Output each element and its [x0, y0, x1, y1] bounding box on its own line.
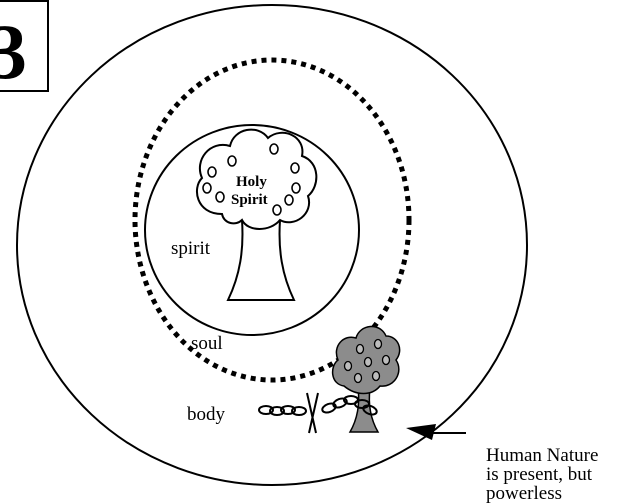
soul-label: soul — [191, 333, 223, 354]
annotation-line-2: is present, but — [486, 465, 640, 484]
human-nature-tree — [333, 326, 400, 432]
spirit-label: spirit — [171, 238, 211, 259]
annotation-line-3: powerless — [486, 484, 640, 503]
figure-label-box: 3 — [0, 1, 48, 95]
tree-trunk — [228, 220, 294, 300]
figure-label: 3 — [0, 8, 27, 95]
broken-chain-mark — [307, 393, 318, 433]
tree-label-holy: Holy — [236, 174, 267, 190]
body-label: body — [187, 404, 226, 425]
pointer-arrow — [406, 424, 466, 440]
holy-spirit-tree: Holy Spirit — [197, 130, 316, 300]
tree-label-spirit: Spirit — [231, 192, 268, 208]
annotation-line-1: Human Nature — [486, 446, 640, 465]
human-nature-annotation: Human Nature is present, but powerless — [486, 446, 640, 503]
